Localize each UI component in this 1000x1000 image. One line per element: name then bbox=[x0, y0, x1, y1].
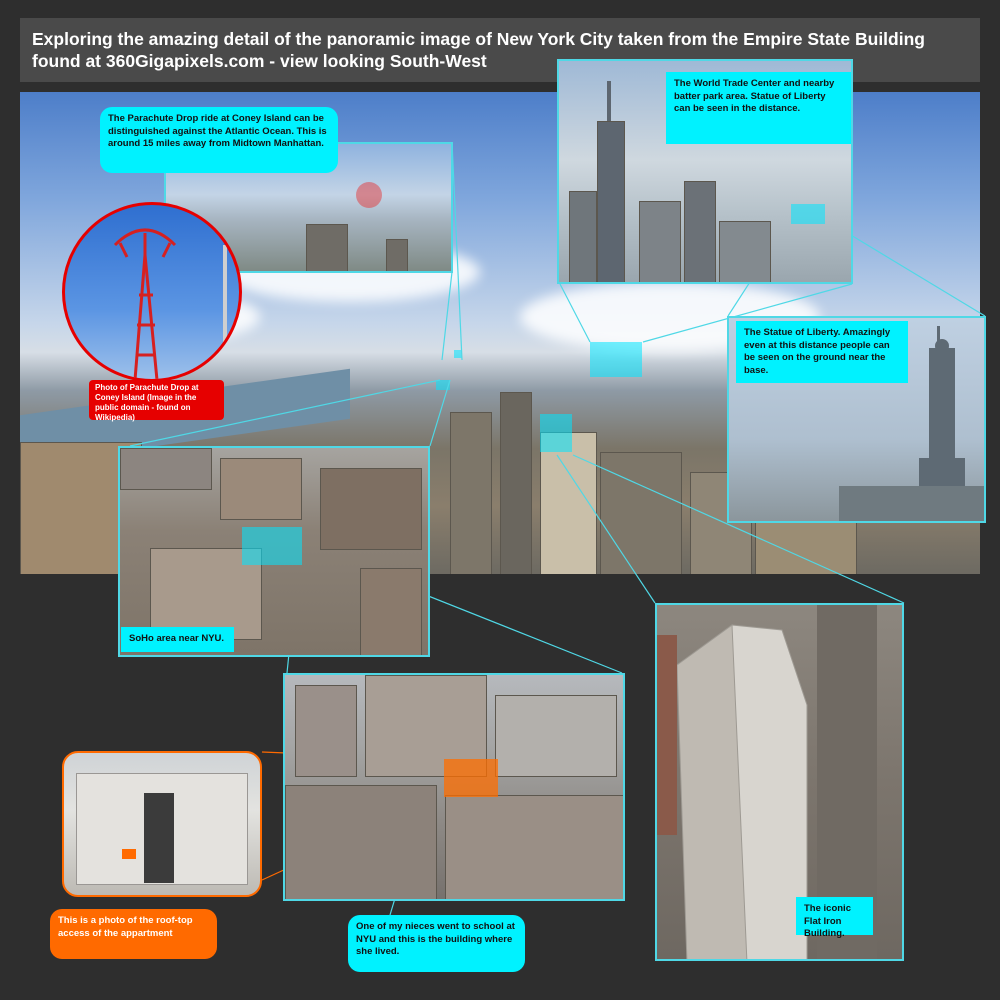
building-block bbox=[360, 568, 422, 655]
building-block bbox=[120, 448, 212, 490]
building-block bbox=[569, 191, 597, 282]
rooftop-callout: This is a photo of the roof-top access o… bbox=[50, 909, 217, 959]
rooftop-highlight bbox=[444, 759, 498, 797]
one-world-trade-center bbox=[597, 121, 625, 282]
building-block bbox=[450, 412, 492, 574]
rooftop-door bbox=[144, 793, 174, 883]
wtc-callout: The World Trade Center and nearby batter… bbox=[666, 72, 851, 144]
nyu-building-inset[interactable] bbox=[283, 673, 625, 901]
building-block bbox=[320, 468, 422, 550]
building-block bbox=[540, 432, 597, 574]
nyu-building-callout: One of my nieces went to school at NYU a… bbox=[348, 915, 525, 972]
building-block bbox=[639, 201, 681, 282]
flatiron-highlight bbox=[540, 414, 572, 452]
building-block bbox=[386, 239, 408, 271]
page-title: Exploring the amazing detail of the pano… bbox=[20, 18, 980, 82]
rooftop-access-photo[interactable] bbox=[62, 751, 262, 897]
building-block bbox=[684, 181, 716, 282]
flatiron-building-icon bbox=[657, 605, 877, 959]
parachute-photo-caption: Photo of Parachute Drop at Coney Island … bbox=[89, 380, 224, 422]
building-block bbox=[306, 224, 348, 271]
building-block bbox=[220, 458, 302, 520]
building-block bbox=[600, 452, 682, 574]
building-block bbox=[295, 685, 357, 777]
building-block bbox=[445, 795, 623, 899]
parachute-drop-photo[interactable] bbox=[62, 202, 242, 382]
building-block bbox=[719, 221, 771, 282]
liberty-highlight bbox=[791, 204, 825, 224]
antenna bbox=[607, 81, 611, 121]
building-block bbox=[285, 785, 437, 899]
parachute-drop-marker bbox=[356, 182, 382, 208]
parachute-drop-callout: The Parachute Drop ride at Coney Island … bbox=[100, 107, 338, 173]
soho-highlight bbox=[436, 380, 450, 390]
building-block bbox=[500, 392, 532, 574]
wtc-highlight bbox=[590, 342, 642, 377]
statue-of-liberty-icon bbox=[839, 326, 984, 521]
nyu-building-highlight bbox=[242, 527, 302, 565]
statue-of-liberty-callout: The Statue of Liberty. Amazingly even at… bbox=[736, 321, 908, 383]
soho-inset[interactable] bbox=[118, 446, 430, 657]
parachute-drop-tower-icon bbox=[113, 228, 227, 379]
flatiron-callout: The iconic Flat Iron Building. bbox=[796, 897, 873, 939]
coney-island-highlight bbox=[454, 350, 462, 358]
soho-callout: SoHo area near NYU. bbox=[121, 627, 234, 652]
building-block bbox=[495, 695, 617, 777]
rooftop-marker bbox=[122, 849, 136, 859]
